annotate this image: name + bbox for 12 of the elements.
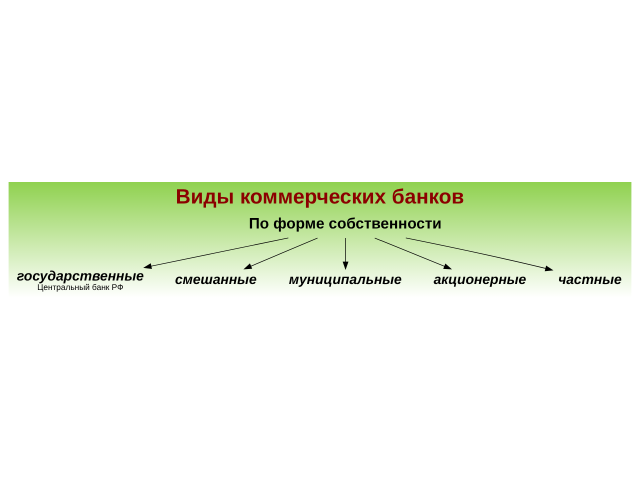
node-text: государственные	[16, 268, 144, 284]
node-text: акционерные	[434, 272, 526, 288]
node-text: муниципальные	[288, 272, 402, 288]
arrow	[405, 238, 554, 272]
node-text: смешанные	[175, 272, 257, 288]
arrow	[243, 238, 318, 270]
arrow	[143, 238, 289, 269]
node-text: частные	[558, 272, 622, 288]
node-text: По форме собственности	[248, 216, 442, 233]
arrow	[342, 238, 348, 270]
diagram-title: Виды коммерческих банков	[176, 185, 464, 208]
arrow	[374, 238, 452, 270]
